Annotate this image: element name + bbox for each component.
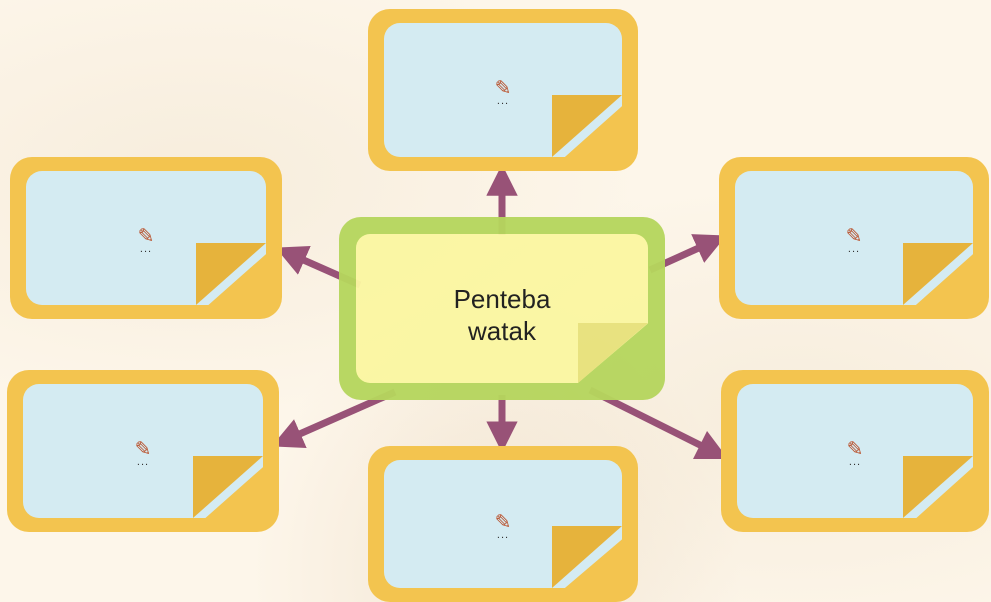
pen-icon: ✎ (845, 225, 863, 248)
pen-icon: ✎ (494, 511, 512, 534)
note-bottom-dots: ... (496, 529, 510, 541)
center-title-line2: watak (468, 316, 536, 346)
pen-icon: ✎ (134, 438, 152, 461)
center-note: Penteba watak (339, 217, 665, 400)
note-top-left-dots: ... (139, 243, 153, 255)
note-top-area[interactable] (384, 23, 622, 157)
note-top-left[interactable]: ✎ ... (10, 157, 282, 319)
note-bottom-right[interactable]: ✎ ... (721, 370, 989, 532)
note-top-left-area[interactable] (26, 171, 266, 305)
note-bottom-left-dots: ... (136, 456, 150, 468)
center-title: Penteba watak (339, 283, 665, 347)
note-bottom-left[interactable]: ✎ ... (7, 370, 279, 532)
center-title-line1: Penteba (453, 284, 551, 314)
note-top-right-dots: ... (847, 243, 861, 255)
pen-icon: ✎ (846, 438, 864, 461)
note-top-right[interactable]: ✎ ... (719, 157, 989, 319)
note-bottom[interactable]: ✎ ... (368, 446, 638, 602)
note-bottom-left-area[interactable] (23, 384, 263, 518)
arrow-bottom-right (588, 386, 729, 460)
pen-icon: ✎ (137, 225, 155, 248)
note-bottom-area[interactable] (384, 460, 622, 588)
note-top[interactable]: ✎ ... (368, 9, 638, 171)
note-top-dots: ... (496, 95, 510, 107)
note-top-right-area[interactable] (735, 171, 973, 305)
pen-icon: ✎ (494, 77, 512, 100)
arrow-bottom-left (271, 388, 397, 449)
note-bottom-right-area[interactable] (737, 384, 973, 518)
note-bottom-right-dots: ... (848, 456, 862, 468)
